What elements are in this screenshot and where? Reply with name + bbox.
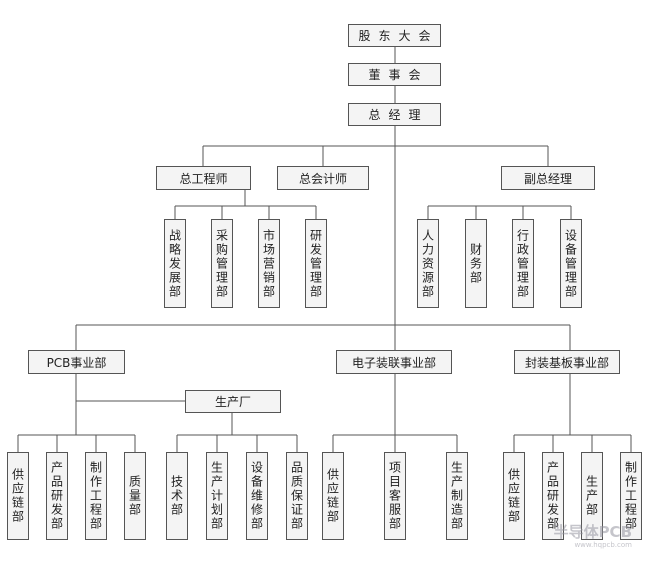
dept-strategy: 战略发展部 bbox=[164, 219, 186, 308]
pcb-unit-supply-chain: 供应链部 bbox=[7, 452, 29, 540]
dept-strategy-label: 战略发展部 bbox=[167, 228, 182, 299]
assembly-unit-manufacturing-label: 生产制造部 bbox=[449, 461, 464, 531]
chief-engineer-box: 总工程师 bbox=[156, 166, 251, 190]
board-label: 董事会 bbox=[368, 68, 429, 82]
general-manager-box: 总经理 bbox=[348, 103, 441, 126]
general-manager-label: 总经理 bbox=[368, 108, 429, 122]
substrate-unit-product-rnd: 产品研发部 bbox=[542, 452, 564, 540]
pcb-unit-quality: 质量部 bbox=[124, 452, 146, 540]
factory-unit-qa-label: 品质保证部 bbox=[289, 461, 304, 531]
pcb-unit-product-rnd: 产品研发部 bbox=[46, 452, 68, 540]
chief-engineer-label: 总工程师 bbox=[179, 171, 228, 186]
board-box: 董事会 bbox=[348, 63, 441, 86]
substrate-unit-production-label: 生产部 bbox=[584, 475, 599, 517]
factory-label: 生产厂 bbox=[214, 395, 251, 409]
factory-unit-maintenance: 设备维修部 bbox=[246, 452, 268, 540]
dept-hr: 人力资源部 bbox=[417, 219, 439, 308]
pcb-division-box: PCB事业部 bbox=[28, 350, 125, 374]
dept-purchasing-label: 采购管理部 bbox=[214, 228, 229, 299]
watermark-url: www.hqpcb.com bbox=[574, 541, 632, 549]
chief-accountant-label: 总会计师 bbox=[298, 171, 347, 186]
substrate-unit-process-eng: 制作工程部 bbox=[620, 452, 642, 540]
dept-finance: 财务部 bbox=[465, 219, 487, 308]
substrate-unit-product-rnd-label: 产品研发部 bbox=[545, 461, 560, 531]
pcb-unit-process-eng-label: 制作工程部 bbox=[88, 461, 103, 531]
assembly-unit-manufacturing: 生产制造部 bbox=[446, 452, 468, 540]
factory-unit-qa: 品质保证部 bbox=[286, 452, 308, 540]
factory-box: 生产厂 bbox=[185, 390, 281, 413]
assembly-division-box: 电子装联事业部 bbox=[336, 350, 452, 374]
dept-purchasing: 采购管理部 bbox=[211, 219, 233, 308]
substrate-unit-process-eng-label: 制作工程部 bbox=[623, 461, 638, 531]
pcb-unit-process-eng: 制作工程部 bbox=[85, 452, 107, 540]
shareholders-box: 股东大会 bbox=[348, 24, 441, 47]
pcb-unit-quality-label: 质量部 bbox=[127, 475, 142, 517]
substrate-unit-supply-chain-label: 供应链部 bbox=[506, 468, 521, 524]
shareholders-label: 股东大会 bbox=[358, 29, 439, 43]
dept-rnd-management: 研发管理部 bbox=[305, 219, 327, 308]
assembly-unit-supply-chain-label: 供应链部 bbox=[325, 468, 340, 524]
factory-unit-planning: 生产计划部 bbox=[206, 452, 228, 540]
dept-marketing: 市场营销部 bbox=[258, 219, 280, 308]
dept-equipment: 设备管理部 bbox=[560, 219, 582, 308]
assembly-unit-project-service: 项目客服部 bbox=[384, 452, 406, 540]
dept-equipment-label: 设备管理部 bbox=[563, 228, 578, 299]
dept-admin: 行政管理部 bbox=[512, 219, 534, 308]
substrate-unit-production: 生产部 bbox=[581, 452, 603, 540]
dept-rnd-management-label: 研发管理部 bbox=[308, 228, 323, 299]
deputy-gm-label: 副总经理 bbox=[523, 171, 572, 186]
pcb-division-label: PCB事业部 bbox=[46, 355, 107, 370]
assembly-unit-project-service-label: 项目客服部 bbox=[387, 461, 402, 531]
watermark: 半导体PCB www.hqpcb.com bbox=[554, 525, 632, 549]
assembly-unit-supply-chain: 供应链部 bbox=[322, 452, 344, 540]
factory-unit-tech: 技术部 bbox=[166, 452, 188, 540]
factory-unit-tech-label: 技术部 bbox=[169, 475, 184, 517]
substrate-division-label: 封装基板事业部 bbox=[524, 355, 609, 370]
substrate-unit-supply-chain: 供应链部 bbox=[503, 452, 525, 540]
dept-finance-label: 财务部 bbox=[468, 242, 483, 285]
pcb-unit-supply-chain-label: 供应链部 bbox=[10, 468, 25, 524]
dept-hr-label: 人力资源部 bbox=[420, 228, 435, 299]
factory-unit-maintenance-label: 设备维修部 bbox=[249, 461, 264, 531]
watermark-main: 半导体PCB bbox=[553, 523, 632, 541]
factory-unit-planning-label: 生产计划部 bbox=[209, 461, 224, 531]
chief-accountant-box: 总会计师 bbox=[277, 166, 369, 190]
pcb-unit-product-rnd-label: 产品研发部 bbox=[49, 461, 64, 531]
deputy-gm-box: 副总经理 bbox=[501, 166, 595, 190]
substrate-division-box: 封装基板事业部 bbox=[514, 350, 620, 374]
dept-admin-label: 行政管理部 bbox=[515, 228, 530, 299]
assembly-division-label: 电子装联事业部 bbox=[351, 355, 436, 370]
dept-marketing-label: 市场营销部 bbox=[261, 228, 276, 299]
